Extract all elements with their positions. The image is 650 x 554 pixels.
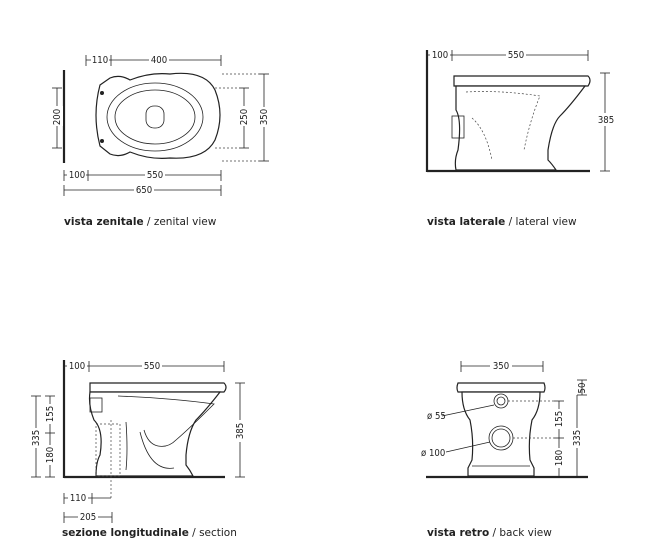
caption-section-sep: / [188, 527, 200, 539]
top-seat-outline [106, 82, 204, 152]
dim-top-550: 550 [147, 170, 163, 181]
dim-section-205: 205 [80, 512, 96, 523]
top-view: 110 400 200 250 350 100 550 [51, 54, 270, 196]
lateral-hidden-line [471, 117, 493, 161]
dim-top-110: 110 [92, 55, 108, 66]
dim-back-350: 350 [493, 361, 509, 372]
section-view: 100 550 385 335 155 180 110 [30, 360, 246, 523]
top-drain-outline [145, 105, 165, 129]
dim-back-50: 50 [577, 383, 588, 394]
dim-section-155: 155 [45, 406, 56, 422]
back-body [461, 391, 541, 477]
top-bowl-outline [114, 89, 196, 145]
section-bowl [88, 391, 222, 477]
back-inlet-55-inner [496, 396, 506, 406]
top-toilet-outline [95, 72, 221, 159]
section-trap-line [139, 431, 175, 469]
section-bowl-inner [117, 395, 215, 447]
lateral-view: 100 550 385 [425, 49, 617, 173]
dim-top-400: 400 [151, 55, 167, 66]
dim-section-180: 180 [45, 447, 56, 463]
label-phi100: ø 100 [421, 448, 445, 459]
caption-section-bold: sezione longitudinale [62, 527, 189, 539]
dim-back-180: 180 [554, 450, 565, 466]
top-fixing-hole [100, 139, 104, 143]
section-trap-line [125, 421, 128, 471]
caption-top-text: zenital view [153, 216, 217, 228]
caption-top-sep: / [143, 216, 154, 228]
lateral-bowl [454, 85, 587, 171]
caption-back-view: vista retro / back view [427, 527, 552, 539]
lateral-seat [453, 75, 591, 87]
caption-lateral-sep: / [505, 216, 516, 228]
dim-top-650: 650 [136, 185, 152, 196]
dim-top-200: 200 [52, 109, 63, 125]
label-phi55: ø 55 [427, 411, 446, 422]
dim-section-100: 100 [69, 361, 85, 372]
back-view: ø 55 ø 100 350 50 155 180 335 [421, 360, 588, 479]
back-outlet-100-inner [491, 428, 511, 448]
caption-section-text: section [199, 527, 237, 539]
back-seat [456, 382, 546, 393]
dim-top-100: 100 [69, 170, 85, 181]
dim-back-155: 155 [554, 411, 565, 427]
dim-section-385: 385 [235, 423, 246, 439]
caption-top-bold: vista zenitale [64, 216, 144, 228]
lateral-hidden-line [465, 91, 541, 151]
dim-lateral-100: 100 [432, 50, 448, 61]
dim-lateral-385: 385 [598, 115, 614, 126]
caption-top-view: vista zenitale / zenital view [64, 216, 216, 228]
lateral-outlet [451, 115, 465, 139]
dim-top-250: 250 [239, 109, 250, 125]
dim-top-350: 350 [259, 109, 270, 125]
caption-section-view: sezione longitudinale / section [62, 527, 237, 539]
caption-back-text: back view [499, 527, 552, 539]
section-outlet-hidden [95, 423, 121, 477]
caption-lateral-text: lateral view [515, 216, 577, 228]
dim-back-335: 335 [572, 430, 583, 446]
caption-lateral-bold: vista laterale [427, 216, 506, 228]
caption-back-sep: / [489, 527, 500, 539]
caption-back-bold: vista retro [427, 527, 490, 539]
dim-section-335: 335 [31, 430, 42, 446]
dim-section-110: 110 [70, 493, 86, 504]
caption-lateral-view: vista laterale / lateral view [427, 216, 577, 228]
dim-lateral-550: 550 [508, 50, 524, 61]
top-fixing-hole [100, 91, 104, 95]
section-seat [89, 382, 227, 393]
dim-section-550: 550 [144, 361, 160, 372]
section-inlet [89, 397, 103, 413]
